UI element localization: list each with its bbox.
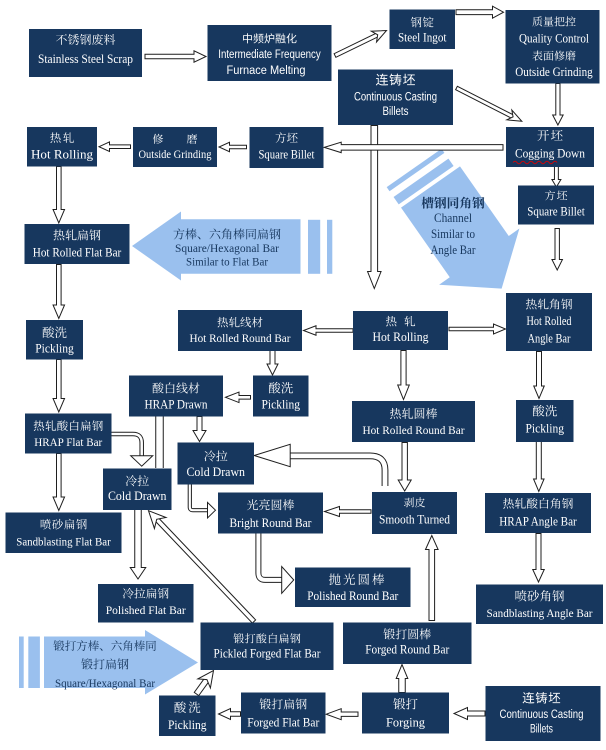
svg-text:Hot Rolled Round Bar: Hot Rolled Round Bar <box>190 331 291 345</box>
svg-text:Continuous Casting: Continuous Casting <box>354 92 437 104</box>
svg-text:Forged Round Bar: Forged Round Bar <box>365 643 450 657</box>
svg-text:Cogging Down: Cogging Down <box>515 147 586 161</box>
svg-text:Channel: Channel <box>434 211 472 225</box>
svg-text:Outside Grinding: Outside Grinding <box>139 149 212 161</box>
svg-text:Hot Rolling: Hot Rolling <box>373 330 430 344</box>
svg-text:Outside Grinding: Outside Grinding <box>515 65 593 79</box>
svg-text:Square Billet: Square Billet <box>527 205 585 219</box>
svg-text:Square/Hexagonal Bar: Square/Hexagonal Bar <box>55 676 155 690</box>
svg-text:Polished Round Bar: Polished Round Bar <box>307 589 399 603</box>
svg-text:Forging: Forging <box>386 716 426 730</box>
svg-text:Angle Bar: Angle Bar <box>431 243 477 257</box>
svg-text:Pickling: Pickling <box>35 342 74 356</box>
svg-text:Pickled Forged Flat Bar: Pickled Forged Flat Bar <box>214 647 322 661</box>
svg-text:Furnace Melting: Furnace Melting <box>227 65 306 77</box>
svg-text:Pickling: Pickling <box>262 398 301 412</box>
svg-text:Similar to Flat Bar: Similar to Flat Bar <box>186 255 268 269</box>
svg-text:Forged Flat Bar: Forged Flat Bar <box>247 716 320 730</box>
svg-text:HRAP Drawn: HRAP Drawn <box>145 398 209 412</box>
svg-text:HRAP Angle Bar: HRAP Angle Bar <box>499 514 577 528</box>
svg-text:Hot Rolled: Hot Rolled <box>527 314 573 328</box>
svg-text:Cold Drawn: Cold Drawn <box>187 465 246 479</box>
svg-text:Square Billet: Square Billet <box>259 148 315 162</box>
svg-text:Pickling: Pickling <box>168 718 207 732</box>
svg-text:Hot Rolled Round Bar: Hot Rolled Round Bar <box>363 423 465 437</box>
svg-text:Intermediate Frequency: Intermediate Frequency <box>218 49 321 61</box>
svg-text:Stainless Steel Scrap: Stainless Steel Scrap <box>38 52 133 66</box>
svg-text:Angle Bar: Angle Bar <box>528 332 572 346</box>
svg-text:Sandblasting Angle Bar: Sandblasting Angle Bar <box>487 606 593 620</box>
svg-text:HRAP Flat Bar: HRAP Flat Bar <box>34 435 102 449</box>
svg-text:Hot Rolling: Hot Rolling <box>31 148 94 162</box>
svg-text:Steel Ingot: Steel Ingot <box>398 31 447 45</box>
svg-text:Square/Hexagonal Bar: Square/Hexagonal Bar <box>175 241 279 255</box>
svg-text:Pickling: Pickling <box>526 422 565 436</box>
svg-text:Polished Flat Bar: Polished Flat Bar <box>106 603 186 617</box>
svg-text:Billets: Billets <box>383 106 409 118</box>
svg-text:Smooth Turned: Smooth Turned <box>379 513 451 527</box>
svg-text:Continuous Casting: Continuous Casting <box>500 709 584 721</box>
svg-text:Hot Rolled Flat Bar: Hot Rolled Flat Bar <box>33 246 122 260</box>
svg-text:Bright Round Bar: Bright Round Bar <box>230 516 313 530</box>
svg-text:Sandblasting Flat Bar: Sandblasting Flat Bar <box>16 535 111 549</box>
svg-text:Cold Drawn: Cold Drawn <box>108 489 167 503</box>
svg-text:Billets: Billets <box>530 724 553 736</box>
svg-text:Similar to: Similar to <box>431 227 475 241</box>
svg-text:Quality Control: Quality Control <box>519 31 589 45</box>
